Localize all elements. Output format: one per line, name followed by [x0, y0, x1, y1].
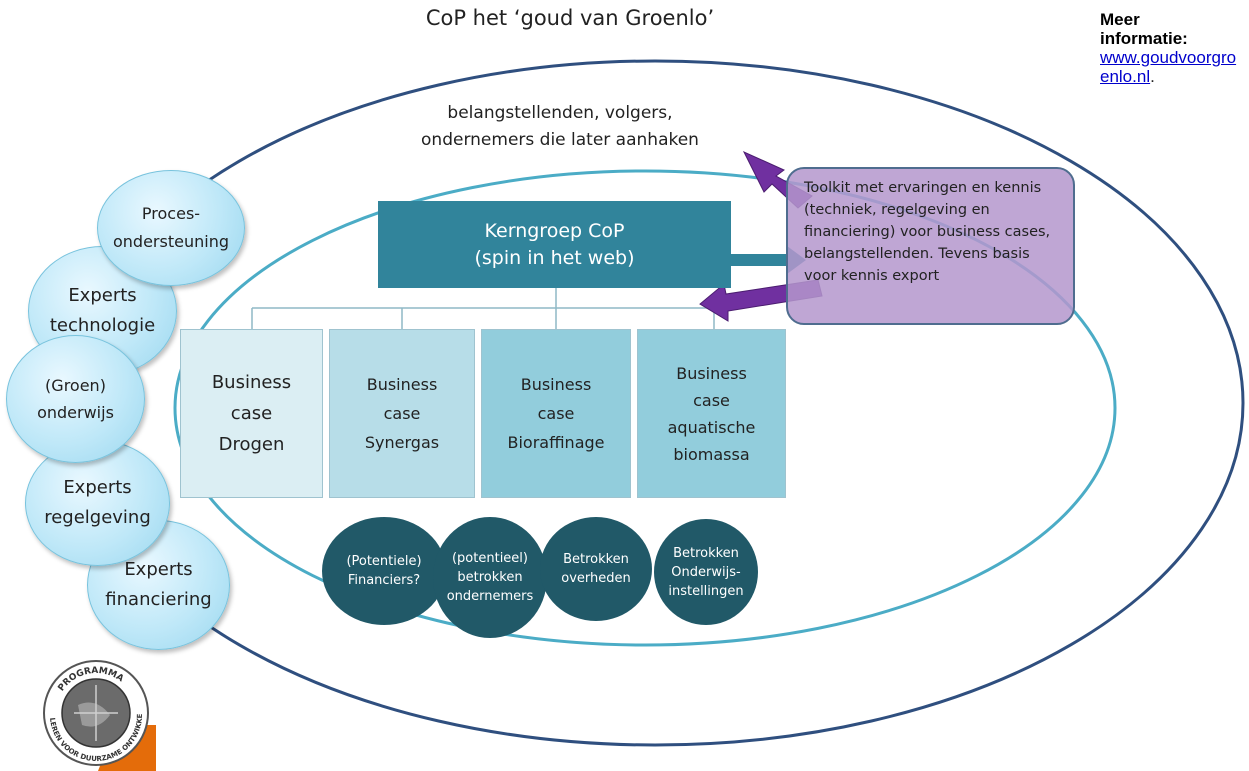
business-case-line: case	[230, 403, 273, 424]
expert-line: ondersteuning	[113, 232, 229, 251]
business-case-line: Business	[366, 375, 438, 394]
business-case-drogen: Business case Drogen	[180, 329, 323, 498]
expert-line: financiering	[105, 589, 212, 610]
outer-ring-label-line1: belangstellenden, volgers,	[447, 103, 673, 123]
expert-regelgeving: Experts regelgeving	[25, 440, 170, 566]
business-case-line: aquatische	[667, 417, 756, 437]
link-trailing-period: .	[1150, 67, 1155, 86]
expert-line: (Groen)	[45, 376, 106, 395]
core-group-box: Kerngroep CoP (spin in het web)	[378, 201, 731, 288]
more-info: Meer informatie: www.goudvoorgroenlo.nl.	[1100, 10, 1240, 86]
inner-community-ellipse	[173, 169, 1117, 647]
expert-line: regelgeving	[44, 507, 151, 528]
logo-inner-shape	[78, 702, 110, 727]
business-case-synergas: Business case Synergas	[329, 329, 475, 498]
core-group-subtitle: (spin in het web)	[474, 246, 635, 269]
more-info-link-row: www.goudvoorgroenlo.nl.	[1100, 48, 1240, 86]
business-case-line: case	[383, 404, 421, 423]
outer-ring-label: belangstellenden, volgers, ondernemers d…	[385, 100, 735, 154]
business-case-line: Business	[211, 372, 292, 393]
business-case-line: Synergas	[364, 433, 440, 452]
business-case-bioraffinage: Business case Bioraffinage	[481, 329, 631, 498]
expert-line: Experts	[68, 285, 137, 306]
stakeholder-line: Betrokken	[563, 552, 629, 567]
expert-line: technologie	[49, 315, 156, 336]
business-case-aquatische-biomassa: Business case aquatische biomassa	[637, 329, 786, 498]
expert-procesondersteuning: Proces- ondersteuning	[97, 170, 245, 286]
business-case-line: case	[693, 390, 730, 410]
more-info-heading-line1: Meer	[1100, 10, 1140, 29]
stakeholder-line: Betrokken	[673, 545, 739, 561]
expert-line: Proces-	[141, 204, 201, 223]
org-connectors	[251, 288, 715, 329]
stakeholder-line: instellingen	[668, 583, 744, 599]
stakeholder-line: betrokken	[457, 570, 523, 585]
expert-line: Experts	[63, 477, 132, 498]
stakeholder-line: ondernemers	[446, 589, 534, 604]
diagram-title: CoP het ‘goud van Groenlo’	[425, 6, 715, 30]
business-case-line: Drogen	[218, 434, 285, 455]
business-case-line: case	[537, 404, 575, 423]
stakeholder-line: Onderwijs-	[671, 564, 741, 580]
expert-financiering: Experts financiering	[87, 520, 230, 650]
stakeholder-financiers: (Potentiele) Financiers?	[322, 517, 446, 625]
stakeholder-line: (potentieel)	[451, 551, 528, 566]
more-info-heading-line2: informatie:	[1100, 29, 1188, 48]
toolkit-box: Toolkit met ervaringen en kennis (techni…	[786, 167, 1075, 325]
stakeholder-line: Financiers?	[347, 573, 421, 588]
business-case-line: Business	[676, 363, 747, 383]
expert-line: onderwijs	[37, 403, 114, 422]
stakeholder-overheden: Betrokken overheden	[540, 517, 652, 621]
business-case-line: Business	[520, 375, 592, 394]
stakeholder-ondernemers: (potentieel) betrokken ondernemers	[433, 517, 547, 638]
expert-line: Experts	[124, 559, 193, 580]
business-case-line: Bioraffinage	[507, 433, 605, 452]
core-group-title: Kerngroep CoP	[484, 219, 625, 242]
stakeholder-onderwijsinstellingen: Betrokken Onderwijs- instellingen	[654, 519, 758, 625]
programma-logo: PROGRAMMA LEREN VOOR DUURZAME ONTWIKKELI…	[38, 655, 156, 771]
stakeholder-line: (Potentiele)	[346, 554, 422, 569]
expert-groen-onderwijs: (Groen) onderwijs	[6, 335, 145, 463]
stakeholder-line: overheden	[561, 571, 631, 586]
website-link[interactable]: www.goudvoorgroenlo.nl	[1100, 48, 1237, 86]
business-case-line: biomassa	[673, 444, 750, 464]
outer-ring-label-line2: ondernemers die later aanhaken	[421, 130, 699, 150]
